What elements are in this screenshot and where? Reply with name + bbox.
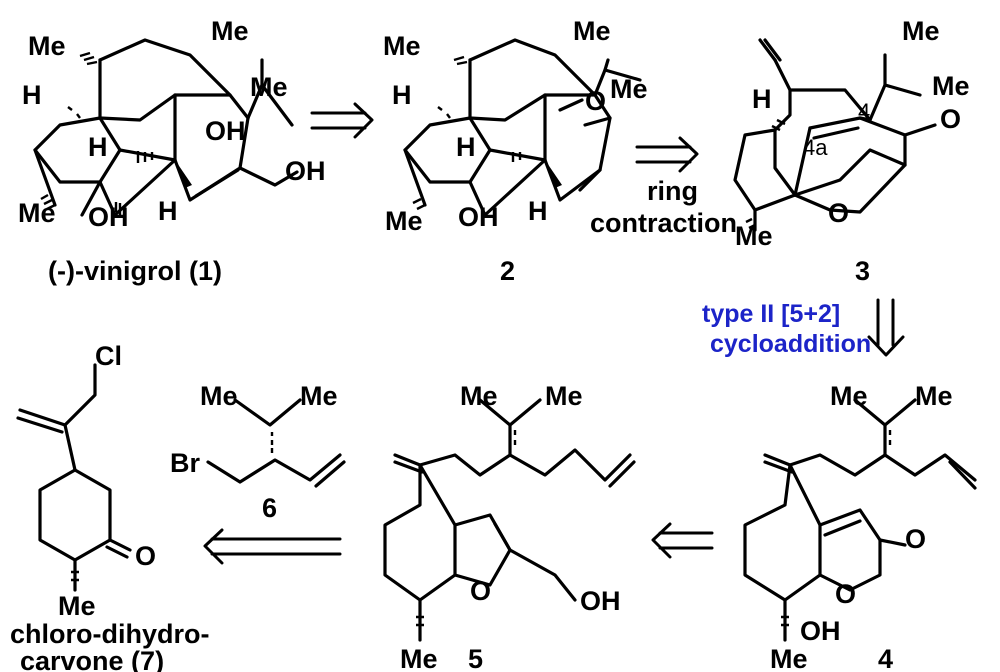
compound-3-pos4a: 4a bbox=[803, 135, 828, 160]
svg-text:OH: OH bbox=[458, 202, 499, 232]
compound-7-name-line1: chloro-dihydro- bbox=[10, 619, 209, 649]
svg-text:H: H bbox=[392, 80, 412, 110]
compound-7: Cl O Me chloro-dihydro- carvone (7) bbox=[10, 341, 209, 672]
arrow-3-label-line1: type II [5+2] bbox=[702, 300, 840, 328]
svg-text:Br: Br bbox=[170, 448, 200, 478]
compound-2: Me Me Me H H O OH H Me 2 bbox=[383, 16, 648, 286]
svg-text:Me: Me bbox=[18, 198, 56, 228]
svg-text:Me: Me bbox=[28, 31, 66, 61]
svg-text:O: O bbox=[828, 198, 849, 228]
svg-text:H: H bbox=[22, 80, 42, 110]
svg-text:OH: OH bbox=[205, 116, 246, 146]
svg-text:Me: Me bbox=[770, 644, 808, 672]
svg-text:H: H bbox=[456, 132, 476, 162]
svg-text:Me: Me bbox=[735, 221, 773, 251]
svg-text:Me: Me bbox=[250, 72, 288, 102]
svg-text:O: O bbox=[135, 541, 156, 571]
compound-3-number: 3 bbox=[855, 256, 870, 286]
svg-text:O: O bbox=[905, 524, 926, 554]
svg-text:O: O bbox=[940, 104, 961, 134]
retro-arrow-2: ring contraction bbox=[590, 136, 737, 238]
svg-text:Me: Me bbox=[902, 16, 940, 46]
compound-3-pos4: 4 bbox=[858, 99, 870, 124]
compound-5-number: 5 bbox=[468, 644, 483, 672]
compound-6: Me Me Br 6 bbox=[170, 381, 346, 523]
svg-text:Me: Me bbox=[932, 71, 970, 101]
arrow-3-label-line2: cycloaddition bbox=[710, 330, 871, 358]
arrow-2-label-line2: contraction bbox=[590, 208, 737, 238]
svg-text:Me: Me bbox=[545, 381, 583, 411]
svg-text:OH: OH bbox=[800, 616, 841, 646]
svg-text:O: O bbox=[835, 579, 856, 609]
svg-text:Me: Me bbox=[200, 381, 238, 411]
compound-4: Me Me O O OH Me 4 bbox=[743, 381, 977, 672]
svg-text:O: O bbox=[585, 86, 606, 116]
svg-text:OH: OH bbox=[88, 202, 129, 232]
compound-1-name: (-)-vinigrol (1) bbox=[48, 256, 222, 286]
arrow-2-label-line1: ring bbox=[647, 176, 698, 206]
svg-text:H: H bbox=[528, 196, 548, 226]
svg-text:Me: Me bbox=[460, 381, 498, 411]
compound-7-name-line2: carvone (7) bbox=[20, 646, 164, 672]
svg-text:Me: Me bbox=[830, 381, 868, 411]
svg-text:Me: Me bbox=[400, 644, 438, 672]
compound-1-vinigrol: Me Me Me H H OH OH OH H Me (-)-vinigrol … bbox=[18, 16, 326, 286]
compound-3: Me Me H 4 4a O O Me 3 bbox=[733, 16, 970, 286]
svg-text:O: O bbox=[470, 576, 491, 606]
svg-text:Me: Me bbox=[211, 16, 249, 46]
compound-5: Me Me O OH Me 5 bbox=[383, 381, 636, 672]
svg-text:H: H bbox=[88, 132, 108, 162]
svg-text:Me: Me bbox=[383, 31, 421, 61]
svg-text:Me: Me bbox=[573, 16, 611, 46]
retro-arrow-1 bbox=[310, 102, 374, 139]
compound-2-number: 2 bbox=[500, 256, 515, 286]
svg-text:Me: Me bbox=[300, 381, 338, 411]
svg-text:Me: Me bbox=[610, 74, 648, 104]
svg-text:Me: Me bbox=[915, 381, 953, 411]
svg-text:OH: OH bbox=[580, 586, 621, 616]
retro-arrow-4 bbox=[203, 528, 342, 565]
retro-arrow-5 bbox=[651, 522, 714, 559]
compound-6-number: 6 bbox=[262, 493, 277, 523]
svg-text:Cl: Cl bbox=[95, 341, 122, 371]
svg-text:H: H bbox=[752, 84, 772, 114]
retro-arrow-3: type II [5+2] cycloaddition bbox=[702, 298, 905, 358]
svg-text:H: H bbox=[158, 196, 178, 226]
svg-text:Me: Me bbox=[385, 206, 423, 236]
compound-4-number: 4 bbox=[878, 644, 893, 672]
svg-text:OH: OH bbox=[285, 156, 326, 186]
svg-text:Me: Me bbox=[58, 591, 96, 621]
